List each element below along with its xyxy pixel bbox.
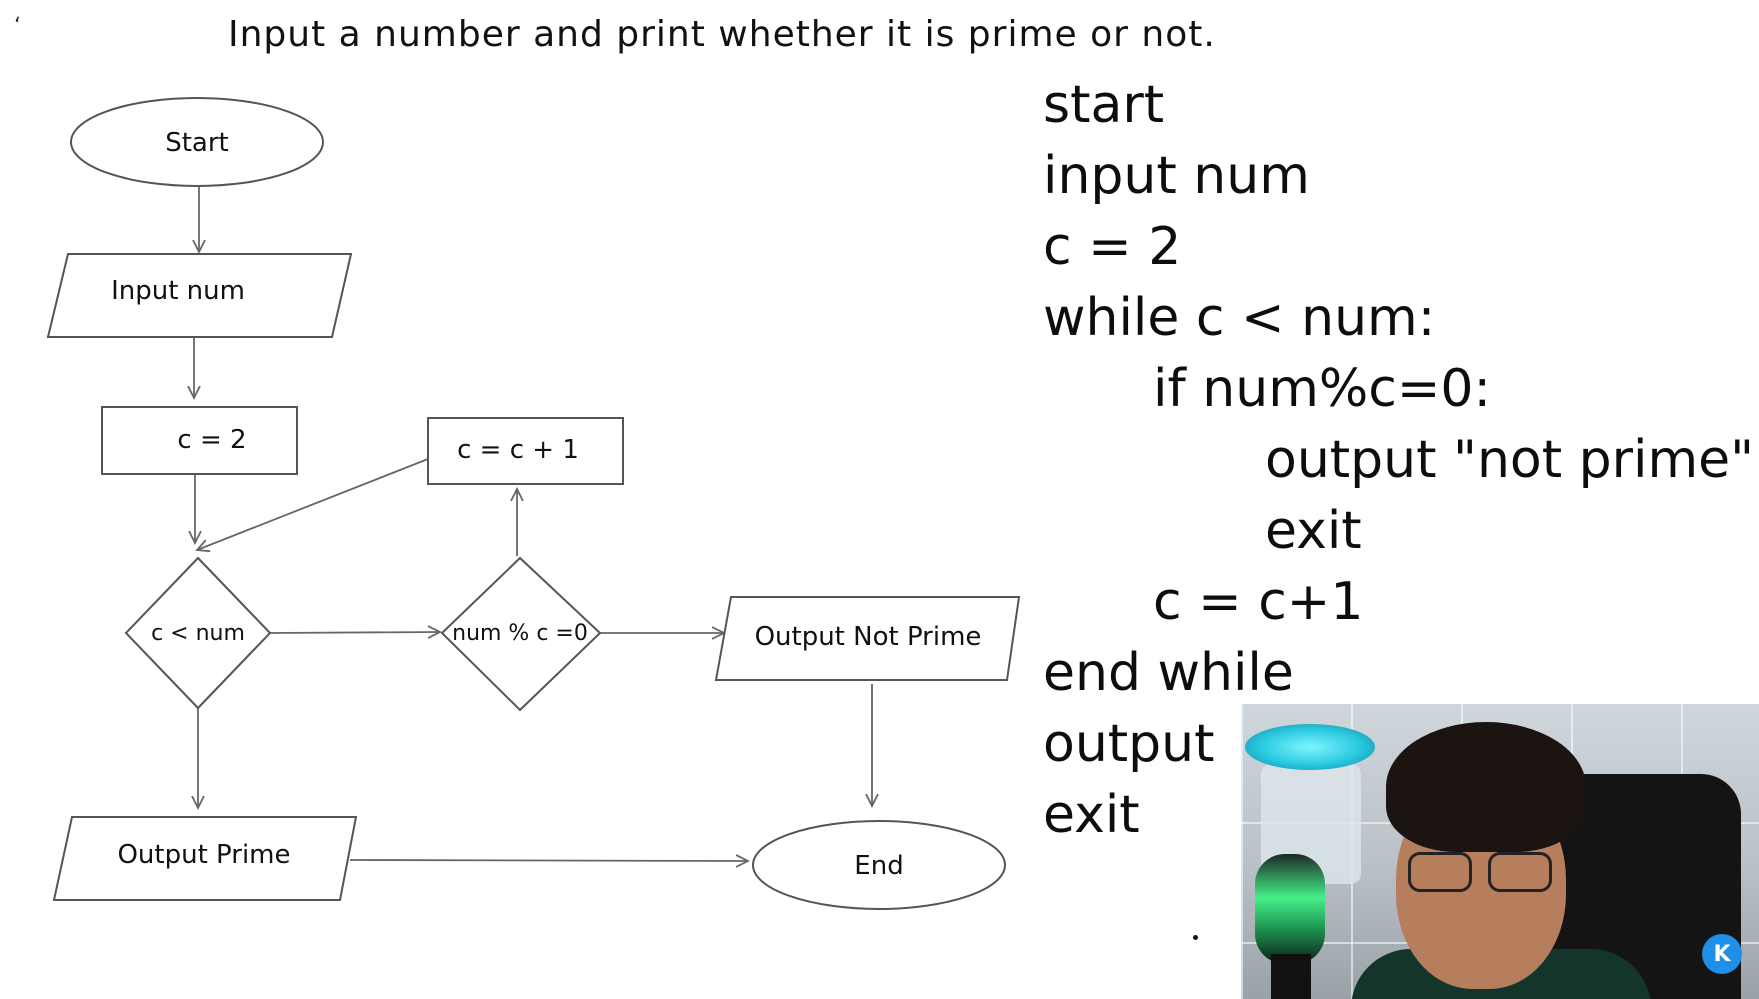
edge-prime-end (349, 860, 748, 861)
microphone (1255, 854, 1325, 964)
condition-label: c < num (151, 621, 245, 646)
init-node (101, 406, 298, 475)
pseudocode-line: output (1043, 714, 1215, 774)
output-prime-node (52, 816, 358, 901)
pseudocode-line: exit (1043, 785, 1140, 845)
init-label: c = 2 (177, 425, 246, 455)
end-label: End (854, 851, 903, 881)
check-node (440, 556, 602, 712)
output-not-prime-label: Output Not Prime (755, 622, 982, 652)
glasses (1408, 852, 1558, 892)
input-label: Input num (111, 276, 245, 306)
corner-mark: ‘ (14, 14, 21, 39)
increment-node (427, 417, 624, 485)
output-prime-label: Output Prime (117, 840, 290, 870)
start-node (70, 97, 324, 187)
page-title: Input a number and print whether it is p… (228, 14, 1216, 55)
webcam-overlay (1241, 704, 1759, 999)
pseudocode-line: c = c+1 (1153, 572, 1364, 632)
edge-condition-check (267, 632, 440, 633)
pseudocode-block: start input num c = 2 while c < num: if … (1043, 70, 1754, 851)
condition-node (124, 556, 272, 710)
pseudocode-line: exit (1265, 501, 1362, 561)
check-label: num % c =0 (452, 621, 588, 646)
edge-increment-condition (197, 458, 429, 550)
pseudocode-line: if num%c=0: (1153, 359, 1492, 419)
lamp-light (1245, 724, 1375, 770)
increment-label: c = c + 1 (457, 435, 579, 465)
input-node (46, 253, 353, 338)
pseudocode-line: while c < num: (1043, 288, 1436, 348)
output-not-prime-node (714, 596, 1021, 681)
flowchart: Start Input num c = 2 c = c + 1 c < num … (46, 97, 1021, 910)
pseudocode-line: output "not prime" (1265, 430, 1755, 490)
start-label: Start (165, 128, 229, 158)
stray-dot (1193, 935, 1198, 940)
pseudocode-line: start (1043, 75, 1165, 135)
pseudocode-line: input num (1043, 146, 1310, 206)
pseudocode-line: c = 2 (1043, 217, 1182, 277)
microphone-stand (1271, 954, 1311, 999)
end-node (752, 820, 1006, 910)
person-hair (1386, 722, 1586, 852)
pseudocode-line: end while (1043, 643, 1294, 703)
channel-logo-icon: K (1702, 934, 1742, 974)
